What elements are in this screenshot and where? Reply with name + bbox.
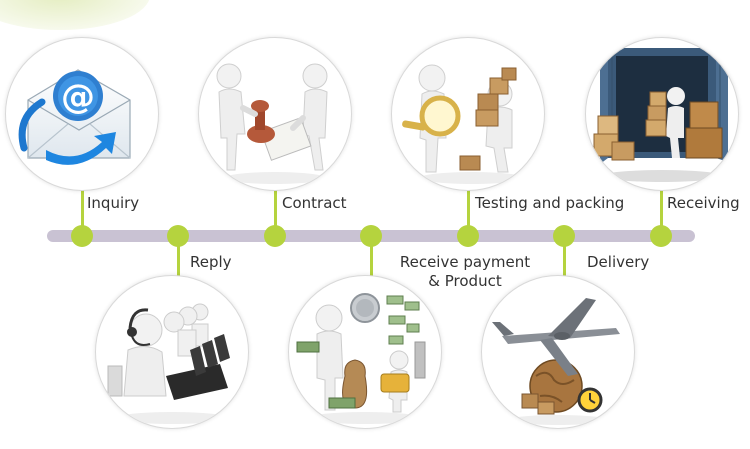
step-image-contract — [198, 37, 352, 191]
stem-reply — [177, 236, 180, 276]
svg-text:@: @ — [61, 77, 95, 117]
step-label-inquiry: Inquiry — [87, 194, 140, 212]
step-label-reply: Reply — [190, 253, 232, 271]
step-label-receiving: Receiving — [667, 194, 740, 212]
step-image-testing — [391, 37, 545, 191]
magnifier-packing-icon — [402, 64, 524, 184]
step-image-delivery — [481, 275, 635, 429]
step-label-testing: Testing and packing — [475, 194, 625, 212]
call-center-icon — [107, 303, 230, 424]
stem-inquiry — [81, 186, 84, 236]
step-label-delivery: Delivery — [587, 253, 650, 271]
airplane-globe-icon — [492, 298, 620, 425]
stem-contract — [274, 186, 277, 236]
contract-stamp-icon — [216, 63, 328, 184]
timeline-dot-receiving — [650, 225, 672, 247]
step-label-payment-line1: Receive payment — [399, 253, 531, 271]
money-icon — [296, 293, 426, 424]
step-label-contract: Contract — [282, 194, 347, 212]
timeline-dot-testing — [457, 225, 479, 247]
step-image-receiving — [585, 37, 739, 191]
stem-receiving — [660, 186, 663, 236]
background-glow — [0, 0, 150, 30]
timeline-dot-inquiry — [71, 225, 93, 247]
step-label-payment-line2: & Product — [428, 272, 502, 290]
timeline-dot-reply — [167, 225, 189, 247]
step-label-payment: Receive payment & Product — [390, 253, 540, 291]
step-image-payment — [288, 275, 442, 429]
stem-delivery — [563, 236, 566, 276]
timeline-dot-delivery — [553, 225, 575, 247]
stem-payment — [370, 236, 373, 276]
step-image-inquiry: @ — [5, 37, 159, 191]
step-image-reply — [95, 275, 249, 429]
container-boxes-icon — [593, 48, 728, 182]
email-icon: @ — [18, 69, 131, 165]
timeline-dot-contract — [264, 225, 286, 247]
stem-testing — [467, 186, 470, 236]
timeline-dot-payment — [360, 225, 382, 247]
